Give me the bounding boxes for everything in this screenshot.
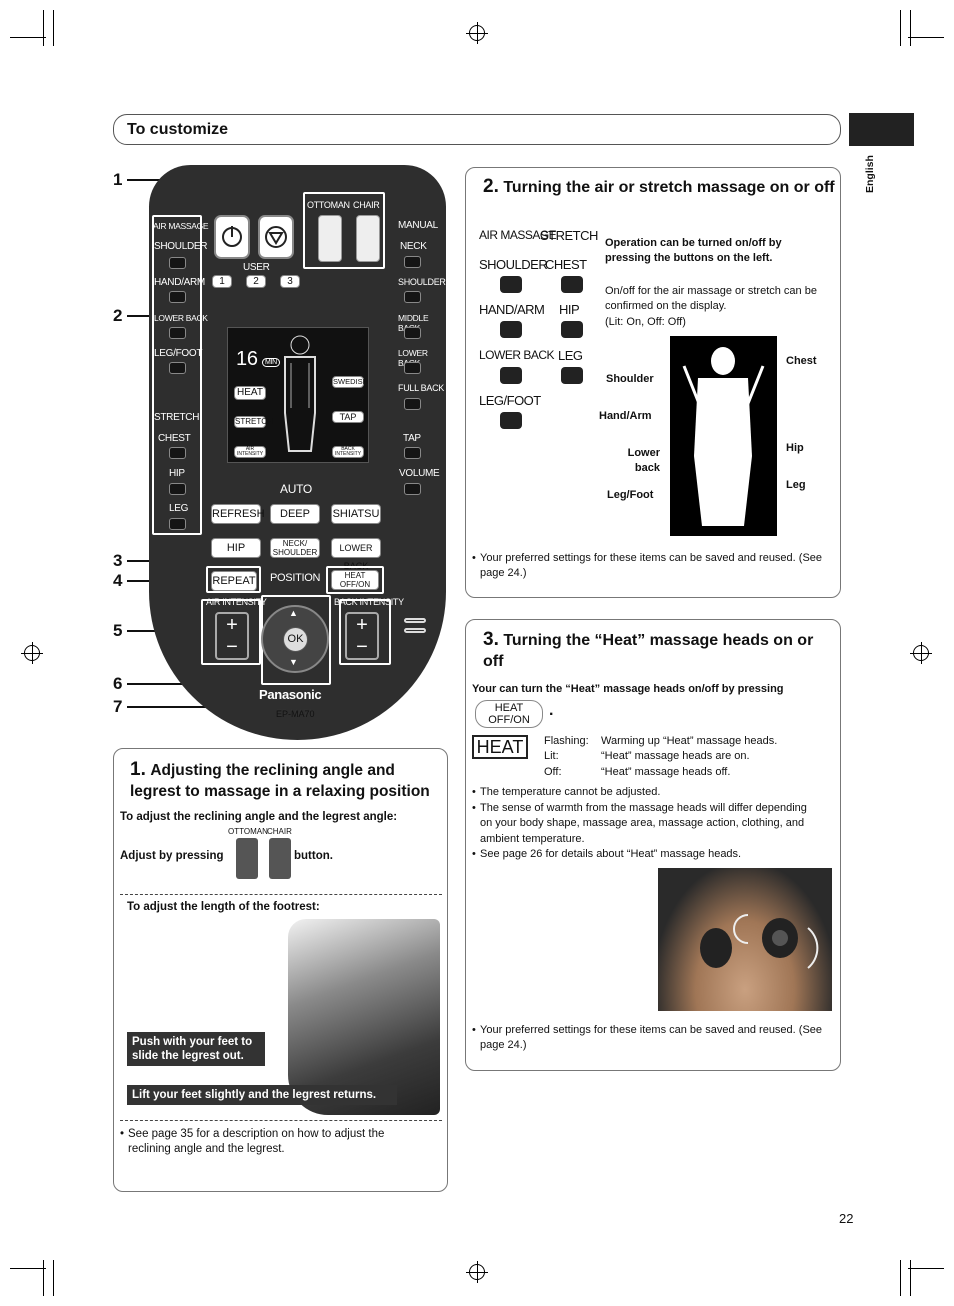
section-1: 1. Adjusting the reclining angle and leg… — [113, 748, 448, 1192]
air-intensity-buttons[interactable]: +− — [215, 612, 249, 660]
callout-5: 5 — [113, 621, 123, 640]
chair-button[interactable] — [356, 215, 380, 262]
heat-display-icon: HEAT — [472, 735, 528, 759]
heat-massage-photo — [658, 868, 832, 1011]
user-1-button[interactable]: 1 — [212, 275, 232, 288]
user-2-button[interactable]: 2 — [246, 275, 266, 288]
lower-back-button[interactable]: LOWER BACK — [331, 538, 381, 571]
section-2: 2. Turning the air or stretch massage on… — [465, 167, 841, 598]
model-label: EP-MA70 — [276, 708, 313, 718]
user-3-button[interactable]: 3 — [280, 275, 300, 288]
callout-4: 4 — [113, 571, 123, 590]
back-intensity-buttons[interactable]: +− — [345, 612, 379, 660]
lift-tag: Lift your feet slightly and the legrest … — [127, 1085, 397, 1105]
callout-3: 3 — [113, 551, 123, 570]
brand-logo: Panasonic — [259, 687, 322, 702]
hip-button[interactable]: HIP — [211, 538, 261, 558]
language-tab — [849, 113, 914, 146]
callout-1: 1 — [113, 170, 123, 189]
section-header: To customize — [113, 114, 841, 145]
page-title: To customize — [127, 121, 229, 138]
display-body-figure — [670, 336, 777, 536]
ok-button[interactable]: OK — [283, 627, 308, 652]
callout-2: 2 — [113, 306, 123, 325]
chair-icon — [269, 838, 291, 879]
callout-6: 6 — [113, 674, 123, 693]
deep-button[interactable]: DEEP — [270, 504, 320, 524]
remote-control: AIR MASSAGE SHOULDER HAND/ARM LOWER BACK… — [149, 165, 446, 740]
heat-onoff-icon: HEAT OFF/ON — [475, 700, 543, 728]
neck-shoulder-button[interactable]: NECK/ SHOULDER — [270, 538, 320, 558]
shiatsu-button[interactable]: SHIATSU — [331, 504, 381, 524]
section-3: 3. Turning the “Heat” massage heads on o… — [465, 619, 841, 1071]
stop-button[interactable] — [258, 215, 294, 259]
push-tag: Push with your feet to slide the legrest… — [127, 1032, 265, 1066]
remote-display: 16 MIN HEAT STRETCH SWEDISH TAP AIR INTE… — [227, 327, 369, 463]
ottoman-icon — [236, 838, 258, 879]
page-number: 22 — [839, 1211, 854, 1226]
power-button[interactable] — [214, 215, 250, 259]
refresh-button[interactable]: REFRESH — [211, 504, 265, 524]
heat-onoff-button[interactable]: HEAT OFF/ON — [331, 570, 379, 590]
chair-photo — [288, 919, 440, 1115]
language-label: English — [864, 155, 876, 193]
callout-7: 7 — [113, 697, 123, 716]
ottoman-button[interactable] — [318, 215, 342, 262]
repeat-button[interactable]: REPEAT — [211, 571, 257, 591]
